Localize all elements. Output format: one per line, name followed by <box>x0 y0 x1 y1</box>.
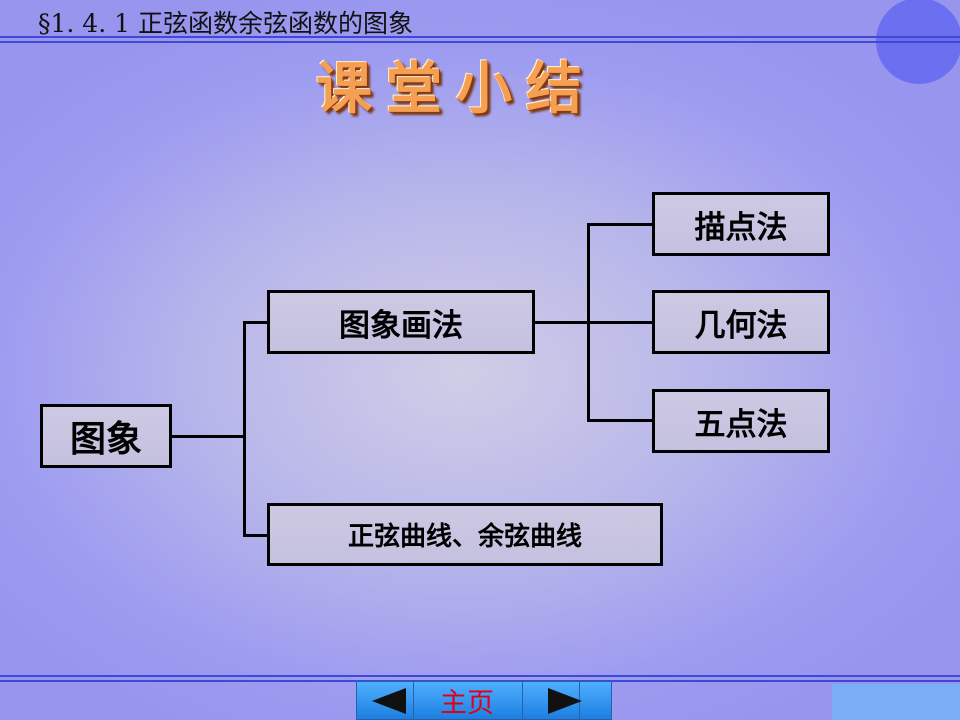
connector-vertical-left <box>243 321 246 537</box>
method-node-2: 几何法 <box>652 290 830 354</box>
branch-node-drawing-methods: 图象画法 <box>267 290 535 354</box>
section-title: §1. 4. 1 正弦函数余弦函数的图象 <box>38 9 413 38</box>
footer-rule-top <box>0 675 960 677</box>
connector-to-method-1 <box>587 223 655 226</box>
header-rule-top <box>0 36 960 38</box>
branch-node-curves: 正弦曲线、余弦曲线 <box>267 503 663 566</box>
connector-to-branch-1 <box>243 321 270 324</box>
method-node-1: 描点法 <box>652 192 830 256</box>
method-node-3: 五点法 <box>652 389 830 453</box>
connector-root <box>170 435 245 438</box>
corner-block <box>832 684 960 720</box>
prev-arrow-icon <box>372 688 406 714</box>
home-button[interactable]: 主页 <box>440 688 494 719</box>
header-rule-bottom <box>0 41 960 43</box>
slide-title: 课堂小结 <box>316 57 596 122</box>
connector-to-branch-2 <box>243 534 270 537</box>
connector-branch-1-out <box>533 321 655 324</box>
connector-vertical-right <box>587 223 590 421</box>
next-arrow-icon <box>548 688 582 714</box>
root-node: 图象 <box>40 404 172 468</box>
connector-to-method-3 <box>587 419 655 422</box>
